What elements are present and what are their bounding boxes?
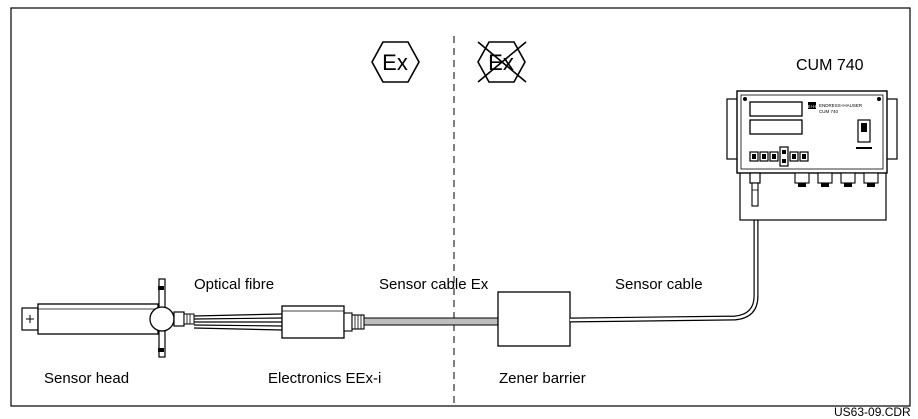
- cable-glands: [749, 172, 879, 207]
- device-model-small: CUM 740: [819, 109, 839, 114]
- device-title-label: CUM 740: [796, 57, 864, 74]
- sensor-head: [21, 278, 195, 358]
- zener-barrier: [497, 291, 571, 347]
- mounting-plate: [739, 169, 887, 221]
- optical-fibre-bundle: [193, 313, 283, 331]
- svg-text:E+H: E+H: [808, 104, 817, 109]
- cross-line-2: [477, 41, 527, 83]
- electronics-label: Electronics EEx-i: [268, 370, 382, 387]
- sensor-cable-ex-label: Sensor cable Ex: [379, 276, 489, 293]
- display-lower: [749, 119, 803, 135]
- ex-hazardous-text: Ex: [382, 50, 408, 75]
- display-upper: [749, 101, 803, 117]
- optical-fibre-label: Optical fibre: [194, 276, 275, 293]
- sensor-cable: [569, 206, 759, 323]
- ex-hazardous-symbol: Ex: [371, 41, 420, 83]
- sensor-head-label: Sensor head: [44, 370, 130, 387]
- sensor-cable-ex: [363, 317, 499, 326]
- cum-740-transmitter: E+H ENDRESS+HAUSER CUM 740: [726, 90, 898, 221]
- brand-name: ENDRESS+HAUSER: [819, 103, 863, 108]
- ex-non-hazardous-symbol: Ex: [477, 41, 527, 83]
- brand-logo-mark: [808, 102, 816, 109]
- drawing-reference-label: US63-09.CDR: [834, 405, 911, 419]
- keypad: [749, 146, 809, 167]
- zener-barrier-label: Zener barrier: [499, 370, 586, 387]
- electronics-module: [281, 305, 365, 339]
- frame-border: [10, 7, 911, 407]
- sensor-cable-label: Sensor cable: [615, 276, 703, 293]
